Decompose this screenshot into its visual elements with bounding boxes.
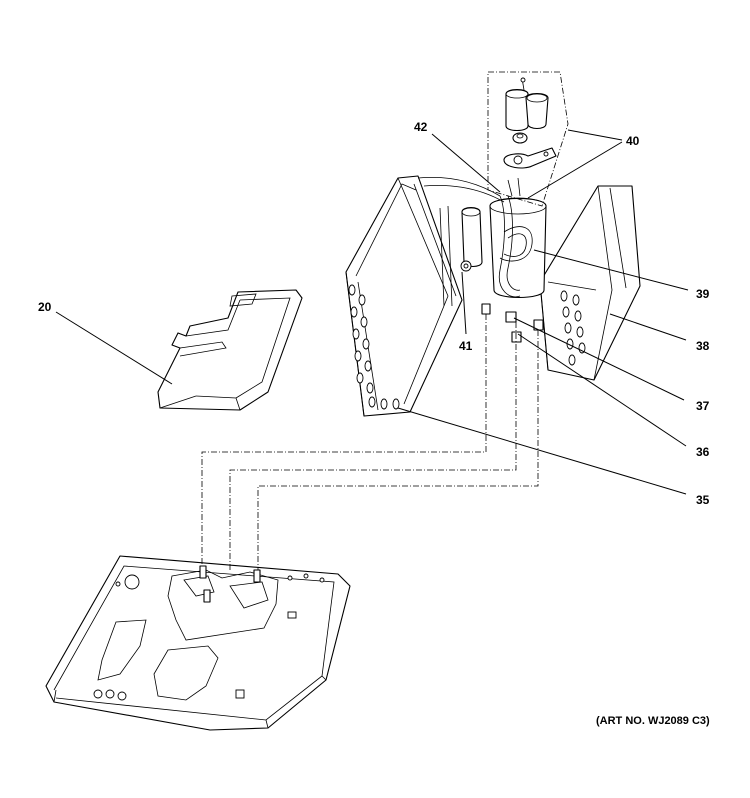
coil-hairpins-left (348, 284, 400, 410)
part-40-terminal-cover-kit[interactable] (487, 71, 569, 207)
part-38-evaporator-coil[interactable] (539, 185, 641, 381)
callout-42: 42 (414, 120, 428, 134)
callout-39: 39 (696, 287, 710, 301)
callout-35: 35 (696, 493, 710, 507)
callout-labels: 20 35 36 37 38 39 40 41 42 (ART NO. WJ20… (38, 120, 710, 727)
compressor-assembly[interactable] (417, 176, 547, 307)
callout-40: 40 (626, 134, 640, 148)
callout-41: 41 (459, 339, 473, 353)
callout-38: 38 (696, 339, 710, 353)
art-number: (ART NO. WJ2089 C3) (596, 715, 710, 727)
callout-20: 20 (38, 300, 52, 314)
condenser-coil-left[interactable] (345, 175, 463, 417)
callout-leaders (55, 129, 689, 495)
part-20-drain-cover[interactable] (157, 289, 303, 411)
base-pan[interactable] (45, 555, 351, 731)
service-valves[interactable] (481, 303, 544, 343)
callout-37: 37 (696, 399, 710, 413)
callout-36: 36 (696, 445, 710, 459)
assembly-routing-lines (201, 314, 539, 570)
